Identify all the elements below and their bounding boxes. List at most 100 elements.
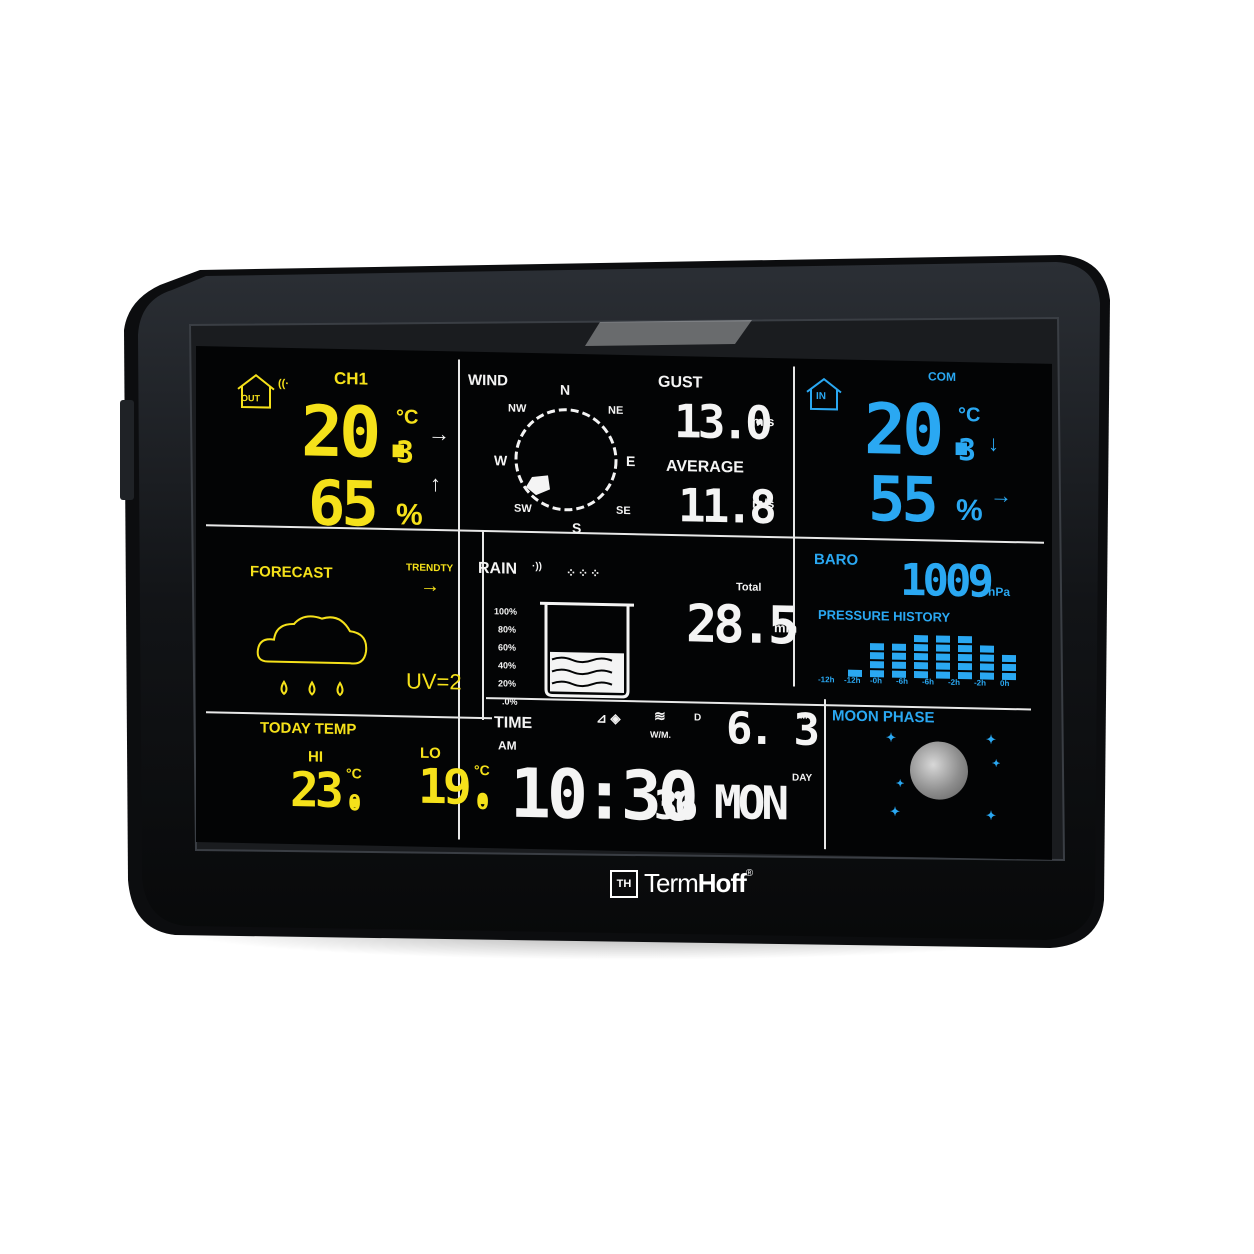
weekday: MON — [714, 774, 786, 831]
grid-line — [206, 711, 492, 720]
compass-s: S — [572, 519, 582, 537]
outdoor-temp-unit: °C — [396, 406, 419, 429]
hi-temp-unit: °C — [346, 765, 362, 782]
compass-n: N — [560, 381, 571, 398]
rain-label: RAIN — [478, 559, 518, 578]
pressure-bar-segment — [1002, 663, 1016, 672]
star-icon: ✦ — [896, 778, 905, 790]
brand-name: TermHoff® — [644, 868, 753, 898]
pressure-tick-label: -12h — [844, 675, 861, 685]
rain-signal-icon: ·)) — [532, 561, 542, 573]
compass-ne: NE — [608, 404, 624, 417]
pressure-bar-segment — [980, 654, 994, 662]
compass-nw: NW — [508, 402, 527, 415]
comfort-label: COM — [928, 369, 956, 384]
brand-logo: TH TermHoff® — [610, 868, 753, 899]
rain-unit: mm — [774, 620, 798, 636]
house-out-icon — [237, 373, 275, 409]
pressure-bar-segment — [1002, 654, 1016, 663]
star-icon: ✦ — [986, 732, 997, 747]
star-icon: ✦ — [890, 804, 901, 819]
pressure-bar-segment — [958, 644, 972, 653]
trend-label: TRENDTY — [406, 562, 454, 575]
rain-scale-20: 20% — [498, 678, 517, 689]
pressure-bar-segment — [870, 643, 884, 651]
outdoor-temp-trend-icon: → — [428, 420, 450, 447]
day-marker: D — [694, 712, 702, 724]
pressure-bar-segment — [892, 643, 906, 651]
pressure-tick-label: 0h — [1000, 678, 1010, 689]
pressure-bar-segment — [914, 644, 928, 652]
indoor-humidity: 55 — [868, 462, 935, 537]
time-label: TIME — [494, 714, 533, 733]
pressure-bar-segment — [980, 645, 994, 653]
gust-unit: m/s — [752, 413, 775, 430]
pressure-bar-segment — [914, 662, 928, 670]
compass-e: E — [626, 453, 636, 470]
average-unit: m/s — [752, 495, 775, 512]
pressure-bar-segment — [958, 635, 972, 644]
rain-scale-0: .0% — [502, 696, 518, 707]
pressure-bar-segment — [914, 653, 928, 661]
baro-unit: hPa — [988, 584, 1011, 600]
moon-icon — [910, 740, 968, 801]
pressure-tick-label: -6h — [922, 677, 934, 687]
outdoor-temp-decimal: 3 — [396, 435, 411, 471]
alarm-icons: ⊿ ◈ — [596, 710, 621, 726]
lo-temp-decimal: 0 — [476, 789, 486, 816]
pressure-bar-segment — [936, 653, 950, 661]
compass-sw: SW — [514, 502, 532, 516]
pressure-bar-segment — [936, 644, 950, 652]
grid-line — [824, 699, 826, 850]
rain-scale-60: 60% — [498, 642, 517, 653]
month-marker: M — [800, 710, 808, 721]
rain-total-label: Total — [736, 581, 762, 594]
rain-gauge-icon — [540, 601, 634, 699]
indoor-humidity-trend-icon: → — [990, 482, 1012, 509]
pressure-history-label: PRESSURE HISTORY — [818, 607, 951, 625]
time-seconds: 36 — [654, 782, 695, 830]
house-in-icon — [806, 377, 842, 411]
rain-scale-100: 100% — [494, 606, 518, 617]
star-icon: ✦ — [886, 730, 897, 745]
trend-arrow-icon: → — [420, 574, 440, 598]
average-label: AVERAGE — [666, 457, 744, 477]
ampm-label: AM — [498, 738, 517, 753]
rain-scale-40: 40% — [498, 660, 517, 671]
pressure-bar-segment — [958, 662, 972, 671]
pressure-tick-label: -0h — [870, 676, 882, 686]
uv-index: UV=2 — [406, 668, 462, 695]
house-in-label: IN — [816, 390, 826, 403]
forecast-label: FORECAST — [250, 563, 333, 582]
today-temp-label: TODAY TEMP — [260, 719, 357, 739]
pressure-bar-segment — [914, 635, 928, 643]
signal-icon: ((· — [278, 377, 289, 390]
lo-temp-unit: °C — [474, 761, 490, 779]
compass-icon — [514, 408, 618, 512]
pressure-tick-label: -6h — [896, 676, 908, 686]
outdoor-humidity-trend-icon: ↑ — [430, 470, 441, 497]
indoor-temp-unit: °C — [958, 403, 981, 427]
pressure-bar-segment — [936, 662, 950, 670]
baro-value: 1009 — [900, 554, 990, 608]
pressure-bar-segment — [936, 635, 950, 643]
rain-scale-80: 80% — [498, 624, 517, 635]
hi-temp-decimal: 0 — [348, 791, 358, 817]
moon-phase-label: MOON PHASE — [832, 707, 935, 727]
pressure-tick-label: -12h — [818, 675, 835, 685]
grid-line — [482, 529, 484, 721]
wifi-icon: ≋ — [654, 707, 666, 724]
pressure-bar-segment — [958, 653, 972, 662]
house-out-label: OUT — [241, 392, 260, 404]
pressure-bar-segment — [870, 661, 884, 669]
pressure-bar-segment — [892, 661, 906, 669]
outdoor-humidity: 65 — [308, 466, 375, 541]
compass-w: W — [494, 452, 508, 469]
pressure-bar-segment — [870, 652, 884, 660]
indoor-temp-trend-icon: ↓ — [988, 430, 999, 456]
gust-label: GUST — [658, 373, 703, 392]
compass-se: SE — [616, 504, 631, 518]
channel-label: CH1 — [334, 368, 369, 389]
outdoor-humidity-unit: % — [396, 498, 423, 532]
pressure-tick-label: -2h — [948, 677, 960, 688]
